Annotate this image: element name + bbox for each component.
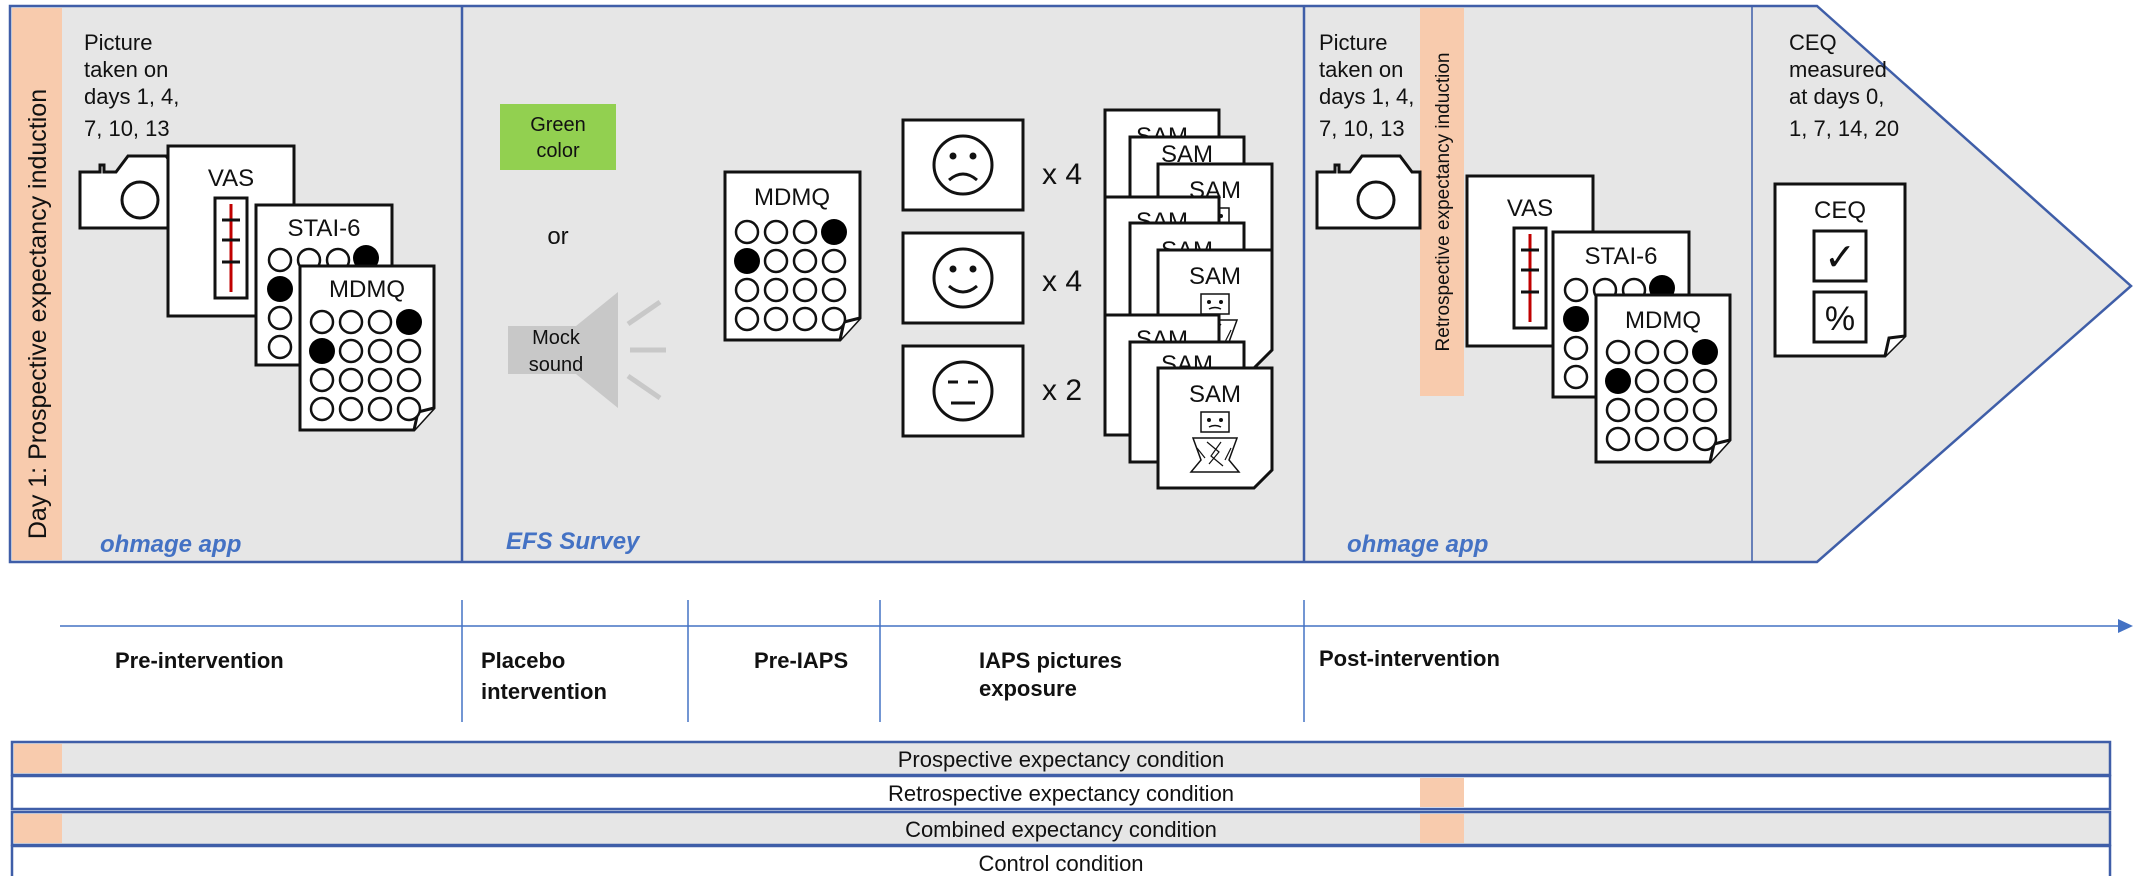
retrospective-induction-marker <box>1420 8 1464 396</box>
svg-text:VAS: VAS <box>208 165 254 192</box>
retrospective-marker-2 <box>1420 814 1464 843</box>
svg-text:MDMQ: MDMQ <box>754 184 830 211</box>
condition-retrospective: Retrospective expectancy condition <box>10 774 2112 811</box>
condition-combined: Combined expectancy condition <box>10 810 2112 847</box>
sad-face-icon <box>901 118 1025 212</box>
neutral-face-icon <box>901 344 1025 438</box>
ceq-form-icon: CEQ ✓ % <box>1773 182 1907 358</box>
svg-text:Retrospective expectancy condi: Retrospective expectancy condition <box>888 781 1234 806</box>
percent-icon: % <box>1825 300 1855 338</box>
mdmq-form-icon: MDMQ <box>298 264 436 432</box>
phase-post-intervention: Post-intervention <box>1319 646 1500 671</box>
green-color-text: Green <box>530 114 586 136</box>
green-color-text-2: color <box>536 140 580 162</box>
mock-sound-text: Mock <box>532 327 581 349</box>
mdmq-form-icon-3: MDMQ <box>1594 293 1732 464</box>
picture-info-text-2: Picture taken on days 1, 4, 7, 10, 13 <box>1319 30 1414 141</box>
green-color-cue <box>500 104 616 170</box>
svg-text:taken on: taken on <box>84 57 168 82</box>
speaker-icon <box>508 292 666 408</box>
sam-stack-3: SAM SAM SAM <box>1103 313 1274 490</box>
day1-vertical-label: Day 1: Prospective expectancy induction <box>24 89 52 539</box>
ohmage-app-label: ohmage app <box>100 531 241 558</box>
svg-text:SAM: SAM <box>1189 263 1241 290</box>
svg-text:MDMQ: MDMQ <box>1625 307 1701 334</box>
svg-text:at days 0,: at days 0, <box>1789 84 1884 109</box>
svg-text:Combined expectancy condition: Combined expectancy condition <box>905 817 1217 842</box>
happy-count: x 4 <box>1042 265 1082 298</box>
timeline-arrowhead <box>2118 619 2133 633</box>
retrospective-marker <box>1420 778 1464 807</box>
phase-pre-intervention: Pre-intervention <box>115 648 284 673</box>
svg-text:measured: measured <box>1789 57 1887 82</box>
svg-text:STAI-6: STAI-6 <box>288 215 361 242</box>
ohmage-app-label-2: ohmage app <box>1347 531 1488 558</box>
svg-text:STAI-6: STAI-6 <box>1585 243 1658 270</box>
prospective-induction-marker <box>12 8 62 560</box>
svg-text:days 1, 4,: days 1, 4, <box>1319 84 1414 109</box>
phase-iaps-exposure: IAPS pictures <box>979 648 1122 673</box>
mock-sound-text-2: sound <box>529 354 584 376</box>
svg-text:taken on: taken on <box>1319 57 1403 82</box>
svg-text:days 1, 4,: days 1, 4, <box>84 84 179 109</box>
condition-prospective: Prospective expectancy condition <box>10 740 2112 777</box>
svg-text:SAM: SAM <box>1189 381 1241 408</box>
prospective-marker-2 <box>14 814 62 843</box>
sad-count: x 4 <box>1042 158 1082 191</box>
condition-control: Control condition <box>10 844 2112 876</box>
svg-text:CEQ: CEQ <box>1814 197 1866 224</box>
svg-text:Picture: Picture <box>84 30 152 55</box>
timeline-phase-dividers <box>461 600 1305 722</box>
retrospective-vertical-label: Retrospective expectancy induction <box>1433 53 1454 352</box>
svg-text:7, 10, 13: 7, 10, 13 <box>84 116 170 141</box>
check-icon: ✓ <box>1824 237 1856 279</box>
svg-text:VAS: VAS <box>1507 195 1553 222</box>
svg-text:MDMQ: MDMQ <box>329 276 405 303</box>
neutral-count: x 2 <box>1042 374 1082 407</box>
phase-placebo-intervention: Placebo <box>481 648 565 673</box>
svg-text:7, 10, 13: 7, 10, 13 <box>1319 116 1405 141</box>
phase-iaps-exposure-2: exposure <box>979 676 1077 701</box>
svg-text:Picture: Picture <box>1319 30 1387 55</box>
prospective-marker <box>14 744 62 773</box>
svg-text:Prospective expectancy conditi: Prospective expectancy condition <box>898 747 1225 772</box>
camera-icon-2 <box>1315 154 1422 230</box>
svg-text:1, 7, 14, 20: 1, 7, 14, 20 <box>1789 116 1899 141</box>
or-label: or <box>547 223 568 250</box>
efs-survey-label: EFS Survey <box>506 528 641 555</box>
picture-info-text: Picture taken on days 1, 4, 7, 10, 13 <box>84 30 179 141</box>
phase-pre-iaps: Pre-IAPS <box>754 648 848 673</box>
ceq-info-text: CEQ measured at days 0, 1, 7, 14, 20 <box>1789 30 1899 141</box>
svg-text:Control condition: Control condition <box>978 851 1143 876</box>
mdmq-form-icon-2: MDMQ <box>723 170 862 342</box>
happy-face-icon <box>901 231 1025 325</box>
phase-placebo-intervention-2: intervention <box>481 679 607 704</box>
svg-text:CEQ: CEQ <box>1789 30 1837 55</box>
